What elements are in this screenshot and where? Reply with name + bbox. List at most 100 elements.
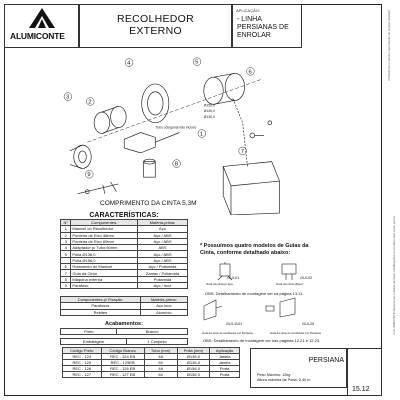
cell-n (59, 256, 72, 265)
page-number-box: 15.12 (347, 348, 382, 396)
fixing-table: Componentes p/ Fixação: Matéria-prima: P… (60, 295, 189, 316)
tube-note: Tubo octogonal não incluso (155, 126, 196, 130)
crank-part (77, 181, 119, 194)
guides-obs-2: OBS: Detalhamento de montagem ver nas pá… (203, 338, 321, 343)
guide-gui-02: GUI-02 (300, 276, 313, 280)
application-value: - LINHA PERSIANAS DE ENROLAR (237, 16, 301, 40)
fixing-components: Componentes p/ Fixação: Matéria-prima: P… (60, 295, 189, 316)
specifications: CARACTERÍSTICAS: N° Componentes: Matéria… (59, 212, 189, 290)
application-box: APLICAÇÃO: - LINHA PERSIANAS DE ENROLAR (232, 4, 302, 48)
guide-caption-3: Guia da cinta do recolhedor em Persiana (202, 331, 253, 335)
svg-text:9: 9 (87, 172, 90, 178)
screw-parts (249, 120, 273, 139)
guide-gui-25: GUI-25 (302, 322, 315, 326)
cell-material: Aço inox (139, 302, 189, 310)
coil-part (69, 144, 92, 169)
application-line-1: - LINHA (237, 16, 262, 23)
page-number: 15.12 (352, 386, 370, 393)
alumiconte-logo (29, 8, 55, 28)
cell-material: Zamac / Poliamida (136, 269, 189, 277)
packaging-label: Embalagem (59, 337, 128, 346)
svg-text:8: 8 (175, 162, 178, 168)
logo-box: ALUMICONTE (4, 4, 79, 48)
table-header-row: Componentes p/ Fixação: Matéria-prima: (60, 295, 189, 304)
packaging-value: 1 Conjunto (126, 337, 188, 346)
svg-text:2: 2 (88, 99, 91, 105)
finishes-title: Acabamentos: (105, 321, 143, 327)
diameter-label-1: Ø156,0 (204, 103, 215, 107)
cell-n: 8 (59, 275, 72, 283)
cell-n: 7 (59, 269, 72, 277)
table-header-row: N° Componentes: Matéria-prima: (59, 218, 189, 227)
section-info: Peso Máximo: 12kg Altura máxima da Porta… (257, 373, 310, 382)
diameter-label-3: Ø136,0 (204, 115, 215, 119)
title-box: RECOLHEDOR EXTERNO (79, 4, 232, 48)
diameter-label-2: Ø145,0 (204, 109, 215, 113)
side-text-2: A ALUMICONTE Reserva-se o direito de faz… (392, 216, 396, 335)
end-cap-part (93, 105, 127, 134)
cell-component: Parafuso (70, 281, 138, 290)
application-line-2: PERSIANAS DE (237, 24, 289, 31)
guide-sketches (203, 262, 297, 321)
svg-text:4: 4 (127, 61, 131, 67)
application-line-3: ENROLAR (237, 32, 271, 39)
col-fixing-material: Matéria-prima: (139, 295, 189, 304)
cell-n: 6 (59, 263, 72, 271)
cell: Ø156,0 (176, 371, 211, 378)
specifications-title: CARACTERÍSTICAS: (89, 212, 159, 219)
belt-length-label: COMPRIMENTO DA CINTA 5,3M (100, 200, 197, 207)
drum-part (203, 72, 245, 105)
cell-n: 9 (59, 281, 72, 290)
guide-gui-25-sketch (265, 297, 296, 318)
cell: 60 (143, 371, 178, 378)
side-text-1: Preferência e mesmo reprodução do projet… (387, 10, 391, 81)
guides-obs-1: OBS: Detalhamento de montagem ver na pág… (205, 291, 304, 296)
guide-gui-1101-sketch (203, 299, 223, 321)
cell: REC - 127 EB (100, 371, 145, 378)
finish-white: Branco (116, 327, 188, 336)
section-box: PERSIANA Peso Máximo: 12kg Altura máxima… (250, 348, 347, 388)
cell: REC - 127 (62, 371, 102, 378)
guide-gui-1101: GUI-1101 (226, 322, 243, 326)
cell: Porta (209, 371, 240, 378)
page-title: RECOLHEDOR EXTERNO (80, 13, 231, 37)
finish-black: Preto (59, 327, 118, 336)
guide-gui-01-sketch (217, 262, 233, 281)
pulley-part (141, 83, 170, 124)
housing-part (222, 161, 280, 215)
cell-component: Rebites (60, 308, 141, 316)
guide-gui-01: GUI-01 (227, 276, 240, 280)
table-header-row: Código Preto Código Branco Tubo (mm) Pol… (62, 347, 240, 354)
cell-material: Poliamida (136, 275, 189, 283)
section-title: PERSIANA (308, 357, 344, 364)
title-line-1: RECOLHEDOR (116, 13, 195, 25)
header: ALUMICONTE RECOLHEDOR EXTERNO APLICAÇÃO:… (4, 4, 382, 48)
application-label: APLICAÇÃO: (236, 8, 261, 13)
svg-text:1: 1 (200, 131, 203, 137)
guide-caption-2: Guia da cinta (Ziper) (276, 282, 304, 286)
max-weight: Peso Máximo: 12kg (257, 373, 291, 377)
svg-text:5: 5 (195, 60, 198, 66)
svg-text:3: 3 (66, 95, 69, 101)
codes: Código Preto Código Branco Tubo (mm) Pol… (62, 347, 240, 378)
cell-material: Aço / Poliamida (136, 263, 189, 271)
axle-part (143, 158, 156, 178)
guide-caption-4: Guia da cinta do recolhedor em Persiana (270, 331, 321, 335)
svg-text:6: 6 (248, 69, 251, 75)
cell-material: Alumínio (139, 308, 189, 316)
octagonal-tube (123, 132, 180, 154)
cell-material: Aço / ABS (136, 250, 189, 258)
